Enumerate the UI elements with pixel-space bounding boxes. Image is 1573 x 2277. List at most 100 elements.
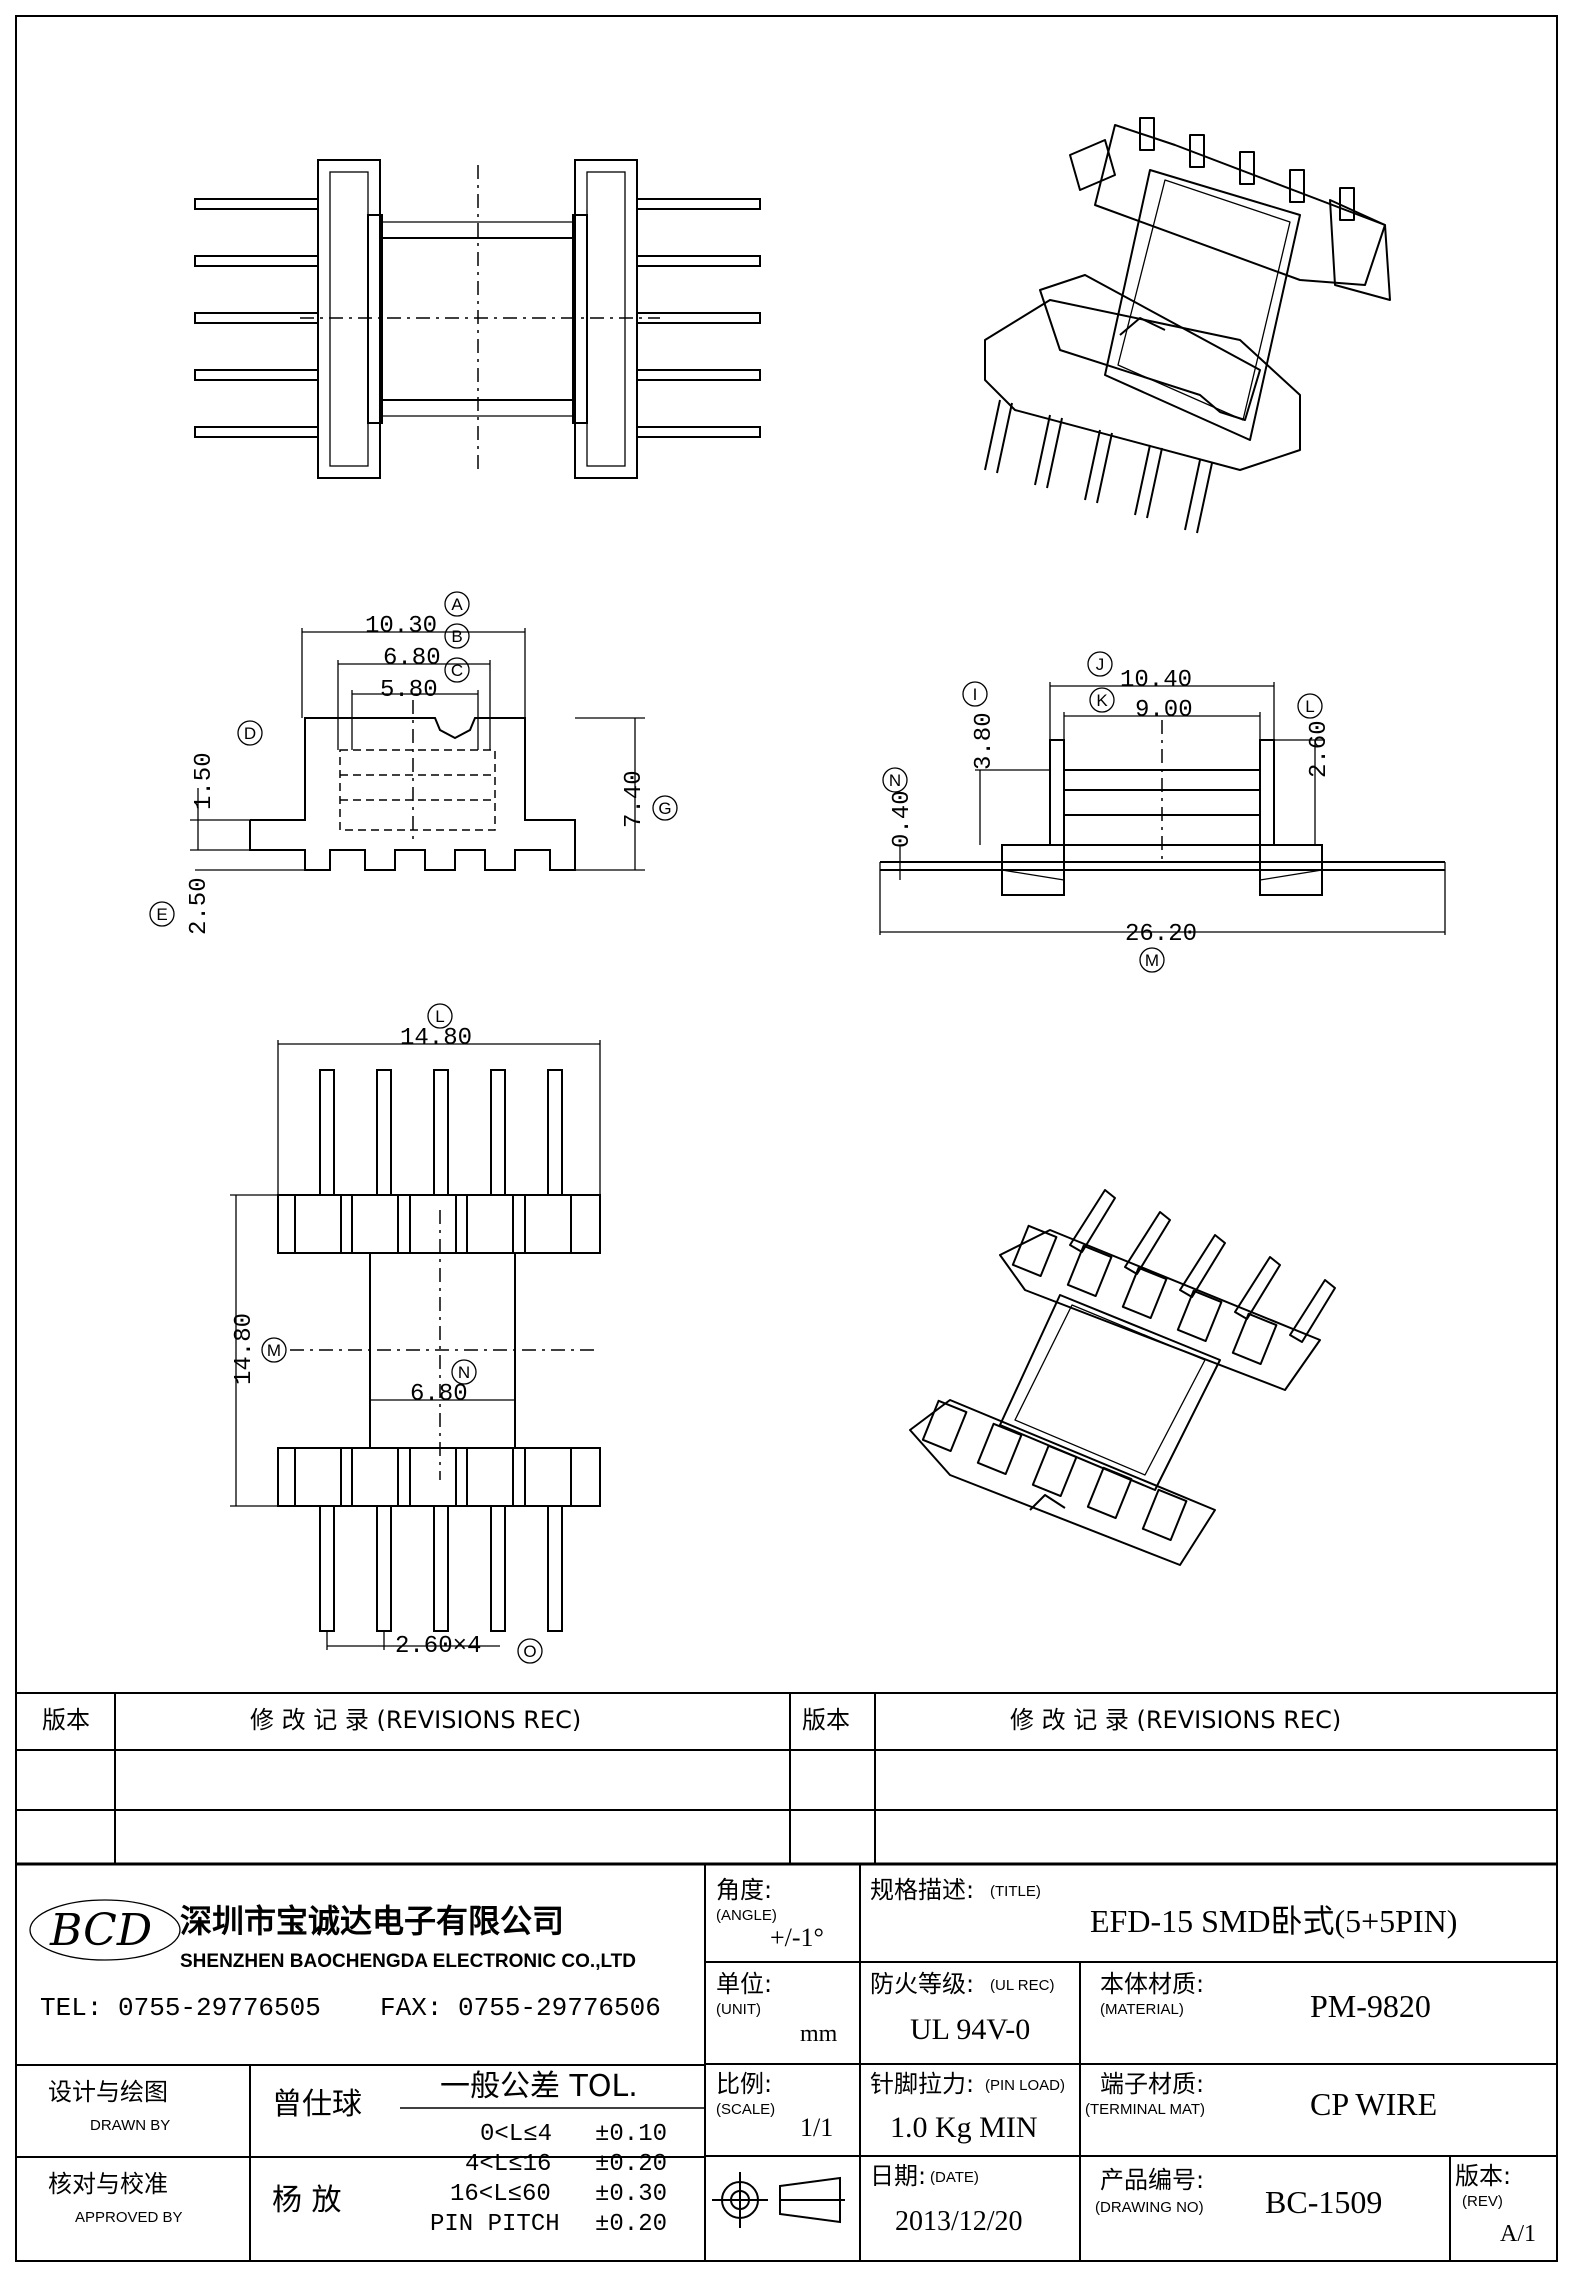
approved-value: 杨 放 bbox=[272, 2183, 342, 2218]
balloon-E: E bbox=[156, 905, 167, 924]
company-logo: BCD bbox=[29, 1899, 181, 1961]
unit-value: mm bbox=[800, 2021, 838, 2047]
dim-O-value: 2.60×4 bbox=[395, 1633, 481, 1660]
isometric-view-top bbox=[984, 117, 1391, 534]
approved-label: 核对与校准 bbox=[48, 2170, 168, 2198]
unit-label: 单位: bbox=[716, 1970, 773, 1998]
dim-E-value: 2.50 bbox=[186, 877, 213, 935]
bottom-view: 14.80 14.80 6.80 2.60×4 L M N O bbox=[230, 1003, 601, 1664]
front-view: 10.30 6.80 5.80 1.50 2.50 7.40 A B C D E… bbox=[149, 591, 678, 935]
dim-N-value: 0.40 bbox=[889, 790, 916, 848]
balloon-M3: M bbox=[267, 1341, 281, 1360]
dim-M-value: 26.20 bbox=[1125, 921, 1197, 948]
tol-value-2: ±0.30 bbox=[595, 2181, 668, 2208]
company-name-en: SHENZHEN BAOCHENGDA ELECTRONIC CO.,LTD bbox=[180, 1951, 636, 1972]
ul-value: UL 94V-0 bbox=[910, 2013, 1031, 2046]
company-name-cn: 深圳市宝诚达电子有限公司 bbox=[180, 1902, 565, 1940]
tol-range-3: PIN PITCH bbox=[430, 2211, 560, 2238]
dim-G-value: 7.40 bbox=[621, 770, 648, 828]
drawing-no-value: BC-1509 bbox=[1265, 2184, 1383, 2220]
dim-L2-value: 2.60 bbox=[1306, 720, 1333, 778]
isometric-view-bottom bbox=[909, 1189, 1336, 1566]
terminal-value: CP WIRE bbox=[1310, 2086, 1438, 2122]
date-value: 2013/12/20 bbox=[895, 2206, 1023, 2237]
balloon-J: J bbox=[1096, 655, 1105, 674]
tol-range-0: 0<L≤4 bbox=[480, 2121, 553, 2148]
rev-label: 版本: bbox=[1455, 2162, 1512, 2190]
balloon-K: K bbox=[1096, 691, 1108, 710]
company-fax: FAX: 0755-29776506 bbox=[380, 1993, 661, 2023]
sheet-border bbox=[15, 15, 1558, 2262]
drawing-no-sub: (DRAWING NO) bbox=[1095, 2199, 1204, 2216]
drawing-no-label: 产品编号: bbox=[1100, 2166, 1205, 2194]
drawn-label: 设计与绘图 bbox=[48, 2078, 168, 2106]
dim-C-value: 5.80 bbox=[380, 677, 438, 704]
projection-symbol bbox=[712, 2172, 845, 2228]
material-value: PM-9820 bbox=[1310, 1988, 1431, 2024]
title-sub: (TITLE) bbox=[990, 1883, 1041, 1900]
revisions-header-right: 修 改 记 录 (REVISIONS REC) bbox=[1010, 1706, 1342, 1734]
terminal-sub: (TERMINAL MAT) bbox=[1085, 2101, 1205, 2118]
dim-N3-value: 6.80 bbox=[410, 1381, 468, 1408]
tol-label: 一般公差 TOL. bbox=[440, 2069, 638, 2104]
balloon-L3: L bbox=[435, 1007, 444, 1026]
balloon-B: B bbox=[451, 627, 462, 646]
unit-sub: (UNIT) bbox=[716, 2001, 761, 2018]
balloon-I: I bbox=[973, 685, 978, 704]
pin-value: 1.0 Kg MIN bbox=[890, 2111, 1038, 2144]
tol-range-1: 4<L≤16 bbox=[465, 2151, 552, 2178]
pin-sub: (PIN LOAD) bbox=[985, 2077, 1066, 2094]
dim-L-value: 14.80 bbox=[400, 1025, 472, 1052]
tol-range-2: 16<L≤60 bbox=[450, 2181, 551, 2208]
scale-value: 1/1 bbox=[800, 2113, 834, 2142]
date-sub: (DATE) bbox=[930, 2169, 979, 2186]
ul-sub: (UL REC) bbox=[990, 1977, 1055, 1994]
dim-K-value: 9.00 bbox=[1135, 697, 1193, 724]
ul-label: 防火等级: bbox=[870, 1970, 975, 1998]
approved-sub: APPROVED BY bbox=[75, 2209, 183, 2226]
balloon-C: C bbox=[451, 661, 463, 680]
side-view: 10.40 9.00 3.80 2.60 0.40 26.20 J K I L … bbox=[879, 651, 1446, 973]
rev-header-left: 版本 bbox=[42, 1706, 90, 1734]
drawn-sub: DRAWN BY bbox=[90, 2117, 171, 2134]
material-label: 本体材质: bbox=[1100, 1970, 1205, 1998]
date-label: 日期: bbox=[870, 2162, 927, 2190]
svg-text:BCD: BCD bbox=[49, 1905, 152, 1956]
dim-I-value: 3.80 bbox=[971, 712, 998, 770]
material-sub: (MATERIAL) bbox=[1100, 2001, 1184, 2018]
angle-value: +/-1° bbox=[770, 1923, 824, 1952]
dim-A-value: 10.30 bbox=[365, 613, 437, 640]
terminal-label: 端子材质: bbox=[1100, 2070, 1205, 2098]
balloon-N3: N bbox=[458, 1363, 470, 1382]
scale-label: 比例: bbox=[716, 2070, 773, 2098]
angle-sub: (ANGLE) bbox=[716, 1907, 777, 1924]
company-tel: TEL: 0755-29776505 bbox=[40, 1993, 321, 2023]
rev-value: A/1 bbox=[1500, 2221, 1536, 2247]
dim-M3-value: 14.80 bbox=[231, 1313, 258, 1385]
top-view bbox=[194, 159, 761, 479]
balloon-D: D bbox=[244, 724, 256, 743]
dim-D-value: 1.50 bbox=[191, 752, 218, 810]
drawn-value: 曾仕球 bbox=[272, 2087, 362, 2122]
balloon-M2: M bbox=[1145, 951, 1159, 970]
dim-J-value: 10.40 bbox=[1120, 667, 1192, 694]
title-block-lines bbox=[16, 1692, 1557, 2261]
balloon-N2: N bbox=[889, 771, 901, 790]
revisions-header-left: 修 改 记 录 (REVISIONS REC) bbox=[250, 1706, 582, 1734]
balloon-O: O bbox=[523, 1642, 536, 1661]
tol-value-3: ±0.20 bbox=[595, 2211, 668, 2238]
dim-B-value: 6.80 bbox=[383, 645, 441, 672]
scale-sub: (SCALE) bbox=[716, 2101, 776, 2118]
pin-label: 针脚拉力: bbox=[870, 2070, 975, 2098]
angle-label: 角度: bbox=[716, 1876, 773, 1904]
rev-sub: (REV) bbox=[1462, 2193, 1503, 2210]
balloon-G: G bbox=[658, 799, 671, 818]
balloon-L2: L bbox=[1305, 697, 1314, 716]
tol-value-1: ±0.20 bbox=[595, 2151, 668, 2178]
title-value: EFD-15 SMD卧式(5+5PIN) bbox=[1090, 1903, 1458, 1939]
rev-header-right: 版本 bbox=[802, 1706, 850, 1734]
tol-value-0: ±0.10 bbox=[595, 2121, 668, 2148]
balloon-A: A bbox=[451, 595, 463, 614]
title-label: 规格描述: bbox=[870, 1876, 975, 1904]
